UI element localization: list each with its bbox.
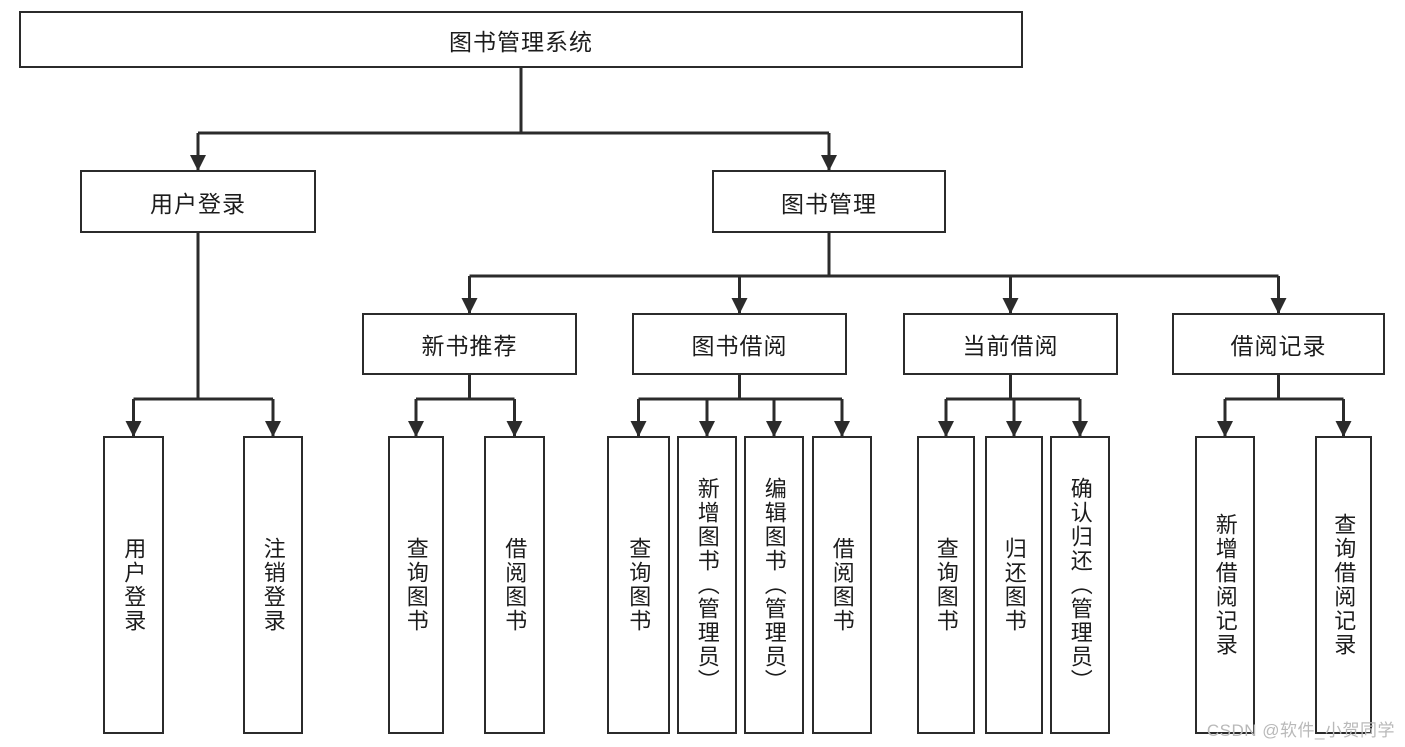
arrowhead-root-0: [190, 155, 206, 171]
node-leaf-borrow-book-1[interactable]: 借阅图书: [484, 436, 545, 734]
arrowhead-book_borrow-2: [766, 421, 782, 437]
node-label: 查询图书: [403, 537, 429, 633]
node-label: 编辑图书（管理员）: [761, 477, 787, 693]
node-label: 新增图书（管理员）: [694, 477, 720, 693]
node-leaf-add-book[interactable]: 新增图书（管理员）: [677, 436, 737, 734]
arrowhead-new_book_rec-1: [506, 421, 523, 437]
arrowhead-book_manage_group-1: [731, 298, 748, 314]
node-borrow-record[interactable]: 借阅记录: [1172, 313, 1385, 375]
arrowhead-current_borrow-1: [1006, 421, 1022, 437]
node-label: 查询借阅记录: [1331, 513, 1357, 657]
node-leaf-return-book[interactable]: 归还图书: [985, 436, 1043, 734]
node-current-borrow[interactable]: 当前借阅: [903, 313, 1118, 375]
watermark-label: CSDN @软件_小贺同学: [1206, 721, 1395, 740]
node-leaf-user-login[interactable]: 用户登录: [103, 436, 164, 734]
node-leaf-edit-book[interactable]: 编辑图书（管理员）: [744, 436, 804, 734]
arrowhead-book_borrow-1: [699, 421, 715, 437]
node-label: 用户登录: [150, 190, 246, 217]
arrowhead-book_manage_group-3: [1270, 298, 1287, 314]
node-label: 图书管理系统: [449, 28, 593, 55]
arrowhead-book_borrow-3: [834, 421, 850, 437]
arrowhead-borrow_record-1: [1335, 421, 1352, 437]
node-new-book-rec[interactable]: 新书推荐: [362, 313, 577, 375]
node-book-borrow[interactable]: 图书借阅: [632, 313, 847, 375]
arrowhead-user_login_group-0: [125, 421, 142, 437]
node-leaf-confirm-return[interactable]: 确认归还（管理员）: [1050, 436, 1110, 734]
node-label: 用户登录: [121, 537, 147, 633]
node-label: 查询图书: [626, 537, 652, 633]
arrowhead-borrow_record-0: [1217, 421, 1233, 437]
node-label: 当前借阅: [962, 333, 1059, 359]
node-book-manage-group[interactable]: 图书管理: [712, 170, 946, 233]
node-label: 借阅图书: [829, 537, 855, 633]
arrowhead-book_manage_group-0: [461, 298, 478, 314]
node-label: 确认归还（管理员）: [1067, 477, 1093, 693]
node-label: 图书借阅: [691, 333, 788, 359]
arrowhead-new_book_rec-0: [408, 421, 424, 437]
node-leaf-borrow-book-2[interactable]: 借阅图书: [812, 436, 872, 734]
arrowhead-root-1: [821, 155, 837, 171]
node-label: 归还图书: [1001, 537, 1027, 633]
arrowhead-current_borrow-0: [938, 421, 954, 437]
node-leaf-logout[interactable]: 注销登录: [243, 436, 303, 734]
node-leaf-query-book-2[interactable]: 查询图书: [607, 436, 670, 734]
node-label: 图书管理: [781, 190, 877, 217]
node-label: 借阅图书: [502, 537, 528, 633]
arrowhead-book_manage_group-2: [1002, 298, 1019, 314]
node-label: 新书推荐: [421, 333, 518, 359]
node-root[interactable]: 图书管理系统: [19, 11, 1023, 68]
node-leaf-query-book-3[interactable]: 查询图书: [917, 436, 975, 734]
node-leaf-query-record[interactable]: 查询借阅记录: [1315, 436, 1372, 734]
arrowhead-user_login_group-1: [265, 421, 281, 437]
arrowhead-book_borrow-0: [630, 421, 647, 437]
node-label: 借阅记录: [1230, 333, 1327, 359]
node-user-login-group[interactable]: 用户登录: [80, 170, 316, 233]
node-leaf-query-book-1[interactable]: 查询图书: [388, 436, 444, 734]
node-label: 新增借阅记录: [1212, 513, 1238, 657]
node-leaf-add-record[interactable]: 新增借阅记录: [1195, 436, 1255, 734]
arrowhead-current_borrow-2: [1072, 421, 1088, 437]
node-label: 注销登录: [260, 537, 286, 633]
node-label: 查询图书: [933, 537, 959, 633]
